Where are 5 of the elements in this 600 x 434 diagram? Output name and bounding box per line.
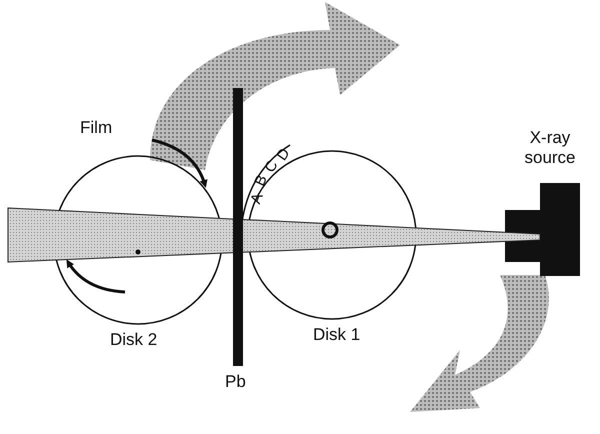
source-label: X-ray source bbox=[523, 128, 577, 168]
disk-label: Disk 1 bbox=[313, 325, 360, 345]
disk-label: Disk 2 bbox=[110, 330, 158, 350]
plate-label: Pb bbox=[225, 372, 246, 392]
film-label: Film bbox=[80, 118, 112, 138]
